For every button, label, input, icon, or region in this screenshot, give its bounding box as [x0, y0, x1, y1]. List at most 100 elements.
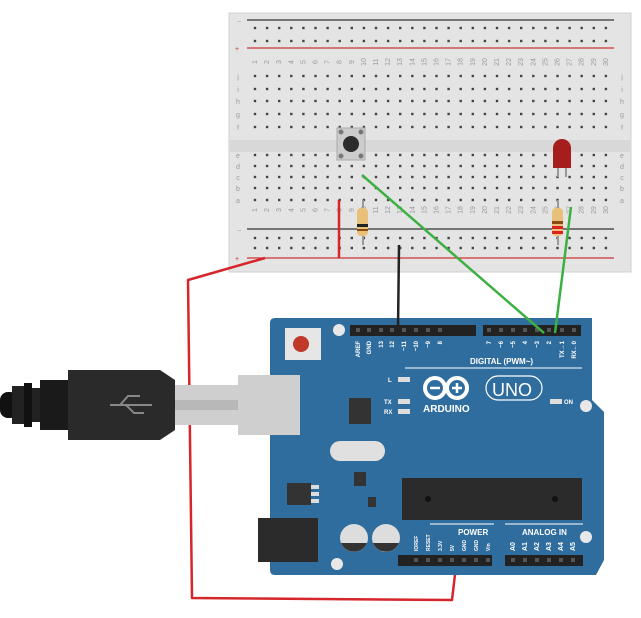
- rail-hole[interactable]: [459, 236, 462, 240]
- pin-hole[interactable]: [462, 558, 466, 562]
- breadboard-hole[interactable]: [435, 74, 438, 78]
- rail-hole[interactable]: [302, 246, 305, 250]
- breadboard-hole[interactable]: [374, 164, 378, 168]
- breadboard-hole[interactable]: [278, 74, 281, 78]
- breadboard-hole[interactable]: [362, 87, 366, 91]
- breadboard-hole[interactable]: [265, 186, 269, 190]
- breadboard-hole[interactable]: [399, 125, 402, 129]
- breadboard-hole[interactable]: [362, 125, 366, 129]
- breadboard-hole[interactable]: [568, 99, 571, 103]
- breadboard-hole[interactable]: [350, 74, 353, 78]
- rail-hole[interactable]: [604, 246, 608, 250]
- breadboard-hole[interactable]: [265, 87, 269, 91]
- breadboard-hole[interactable]: [265, 198, 269, 202]
- breadboard-hole[interactable]: [580, 186, 583, 190]
- breadboard-hole[interactable]: [386, 153, 390, 157]
- rail-hole[interactable]: [350, 236, 353, 240]
- rail-hole[interactable]: [604, 26, 608, 30]
- rail-hole[interactable]: [544, 236, 547, 240]
- rail-hole[interactable]: [447, 39, 450, 43]
- breadboard-hole[interactable]: [386, 87, 390, 91]
- pin-hole[interactable]: [474, 558, 478, 562]
- rail-hole[interactable]: [338, 39, 341, 43]
- breadboard-hole[interactable]: [314, 74, 317, 78]
- breadboard-hole[interactable]: [314, 153, 317, 157]
- pin-hole[interactable]: [523, 328, 527, 332]
- breadboard-hole[interactable]: [507, 198, 511, 202]
- breadboard-hole[interactable]: [435, 175, 438, 179]
- breadboard-hole[interactable]: [447, 153, 450, 157]
- breadboard-hole[interactable]: [532, 112, 535, 116]
- breadboard-hole[interactable]: [423, 153, 426, 157]
- rail-hole[interactable]: [471, 26, 474, 30]
- rail-hole[interactable]: [302, 39, 305, 43]
- breadboard-hole[interactable]: [386, 198, 390, 202]
- breadboard-hole[interactable]: [411, 112, 414, 116]
- rail-hole[interactable]: [290, 26, 293, 30]
- breadboard-hole[interactable]: [507, 87, 511, 91]
- breadboard-hole[interactable]: [507, 125, 511, 129]
- breadboard-hole[interactable]: [374, 74, 378, 78]
- rail-hole[interactable]: [604, 236, 608, 240]
- breadboard-hole[interactable]: [290, 112, 293, 116]
- breadboard-hole[interactable]: [532, 164, 535, 168]
- breadboard-hole[interactable]: [592, 112, 595, 116]
- rail-hole[interactable]: [314, 236, 317, 240]
- breadboard-hole[interactable]: [495, 164, 499, 168]
- breadboard-hole[interactable]: [459, 99, 462, 103]
- rail-hole[interactable]: [326, 236, 329, 240]
- breadboard-hole[interactable]: [532, 186, 535, 190]
- rail-hole[interactable]: [278, 26, 281, 30]
- breadboard-hole[interactable]: [520, 87, 523, 91]
- breadboard-hole[interactable]: [326, 87, 329, 91]
- rail-hole[interactable]: [423, 236, 426, 240]
- rail-hole[interactable]: [592, 236, 595, 240]
- breadboard-hole[interactable]: [592, 74, 595, 78]
- breadboard-hole[interactable]: [471, 198, 474, 202]
- rail-hole[interactable]: [471, 246, 474, 250]
- rail-hole[interactable]: [374, 236, 378, 240]
- rail-hole[interactable]: [374, 39, 378, 43]
- breadboard-hole[interactable]: [520, 74, 523, 78]
- pin-hole[interactable]: [523, 558, 527, 562]
- rail-hole[interactable]: [326, 39, 329, 43]
- breadboard-hole[interactable]: [435, 87, 438, 91]
- rail-hole[interactable]: [532, 236, 535, 240]
- breadboard-hole[interactable]: [302, 99, 305, 103]
- breadboard-hole[interactable]: [253, 186, 257, 190]
- breadboard-hole[interactable]: [483, 164, 487, 168]
- breadboard-hole[interactable]: [604, 153, 608, 157]
- rail-hole[interactable]: [435, 236, 438, 240]
- power-jack[interactable]: [258, 518, 318, 562]
- rail-hole[interactable]: [350, 26, 353, 30]
- rail-hole[interactable]: [520, 246, 523, 250]
- pin-hole[interactable]: [535, 328, 539, 332]
- breadboard-hole[interactable]: [471, 164, 474, 168]
- pin-hole[interactable]: [499, 328, 503, 332]
- wire-black-gnd[interactable]: [396, 244, 401, 332]
- breadboard-hole[interactable]: [302, 153, 305, 157]
- wire-green-led-pin2[interactable]: [553, 206, 573, 334]
- breadboard-hole[interactable]: [532, 175, 535, 179]
- breadboard-hole[interactable]: [386, 175, 390, 179]
- rail-hole[interactable]: [459, 246, 462, 250]
- breadboard-hole[interactable]: [580, 87, 583, 91]
- breadboard-hole[interactable]: [592, 87, 595, 91]
- breadboard-hole[interactable]: [326, 125, 329, 129]
- breadboard-hole[interactable]: [399, 198, 402, 202]
- breadboard-hole[interactable]: [495, 175, 499, 179]
- breadboard-hole[interactable]: [483, 186, 487, 190]
- wire-green-button-pin3[interactable]: [361, 174, 545, 334]
- pin-hole[interactable]: [390, 328, 394, 332]
- pin-hole[interactable]: [547, 558, 551, 562]
- breadboard-hole[interactable]: [592, 99, 595, 103]
- breadboard-hole[interactable]: [423, 74, 426, 78]
- breadboard-hole[interactable]: [447, 74, 450, 78]
- breadboard-hole[interactable]: [556, 99, 559, 103]
- breadboard-hole[interactable]: [580, 99, 583, 103]
- rail-hole[interactable]: [411, 39, 414, 43]
- rail-hole[interactable]: [556, 246, 559, 250]
- breadboard-hole[interactable]: [411, 153, 414, 157]
- breadboard-hole[interactable]: [362, 112, 366, 116]
